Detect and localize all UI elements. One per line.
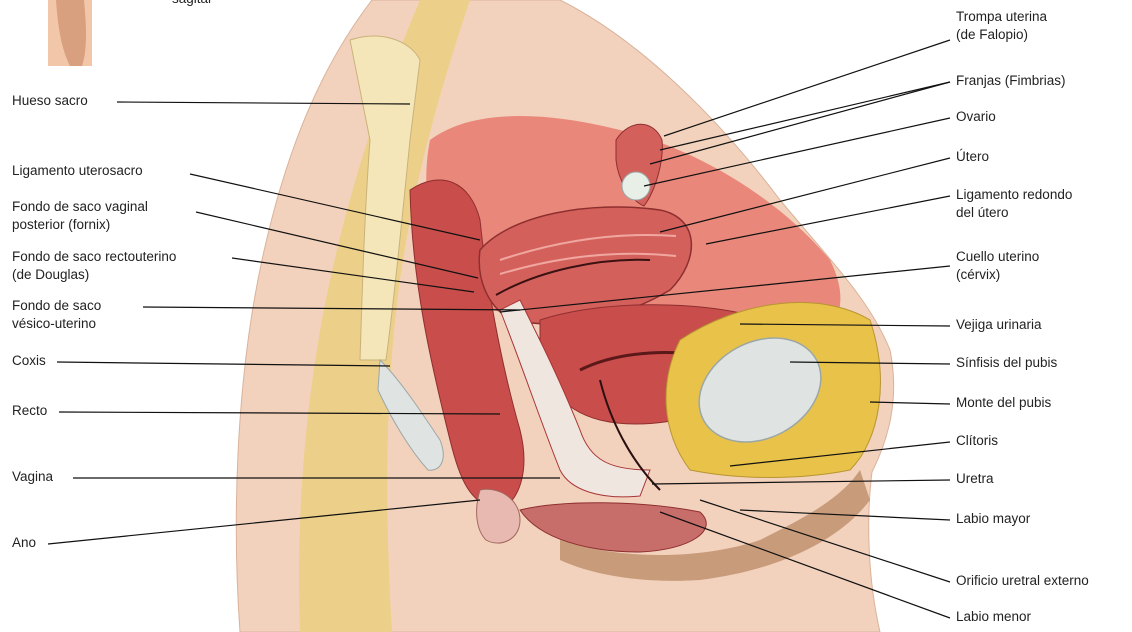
- label-recto: Recto: [12, 402, 47, 420]
- orientation-thumbnail: [48, 0, 92, 66]
- label-clitoris: Clítoris: [956, 432, 998, 450]
- label-hueso-sacro: Hueso sacro: [12, 92, 88, 110]
- label-vagina: Vagina: [12, 468, 53, 486]
- label-cuello-uterino: Cuello uterino (cérvix): [956, 248, 1039, 284]
- pelvis-section: [236, 0, 893, 632]
- label-ano: Ano: [12, 534, 36, 552]
- label-ovario: Ovario: [956, 108, 996, 126]
- label-coxis: Coxis: [12, 352, 46, 370]
- label-franjas: Franjas (Fimbrias): [956, 72, 1066, 90]
- label-trompa-uterina: Trompa uterina (de Falopio): [956, 8, 1047, 44]
- label-fondo-vesicouterino: Fondo de saco vésico-uterino: [12, 297, 101, 333]
- label-fondo-rectouterino: Fondo de saco rectouterino (de Douglas): [12, 248, 176, 284]
- label-monte: Monte del pubis: [956, 394, 1051, 412]
- label-ligamento-redondo: Ligamento redondo del útero: [956, 186, 1072, 222]
- thumbnail-caption-cut: sagital: [172, 0, 211, 8]
- label-uretra: Uretra: [956, 470, 994, 488]
- label-sinfisis: Sínfisis del pubis: [956, 354, 1057, 372]
- label-vejiga: Vejiga urinaria: [956, 316, 1042, 334]
- label-orificio-uretral: Orificio uretral externo: [956, 572, 1089, 590]
- label-fondo-vaginal-posterior: Fondo de saco vaginal posterior (fornix): [12, 198, 148, 234]
- label-labio-mayor: Labio mayor: [956, 510, 1030, 528]
- label-utero: Útero: [956, 148, 989, 166]
- label-ligamento-uterosacro: Ligamento uterosacro: [12, 162, 143, 180]
- label-labio-menor: Labio menor: [956, 608, 1031, 626]
